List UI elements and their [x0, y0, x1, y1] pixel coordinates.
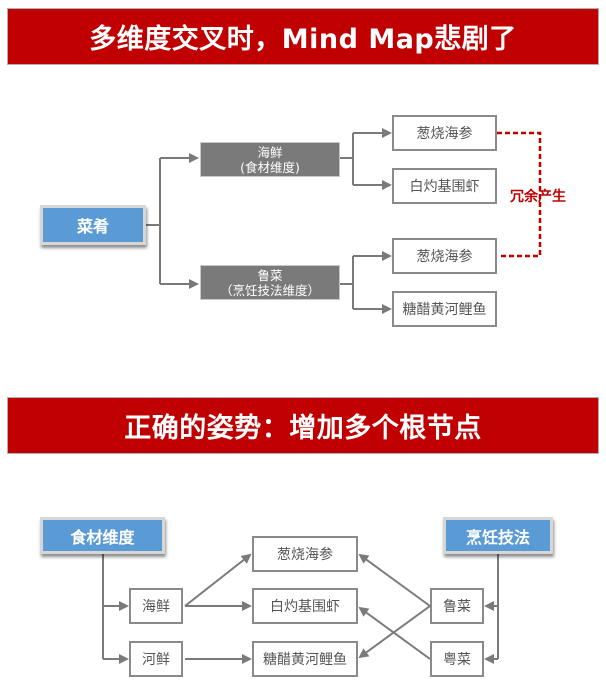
dish-label: 糖醋黄河鲤鱼	[263, 652, 347, 668]
leaf-node-sea-cucumber-1[interactable]: 葱烧海参	[392, 115, 497, 151]
arrow-haixian-to-dish1	[184, 553, 252, 607]
node-hexian[interactable]: 河鲜	[129, 641, 183, 677]
node-label: 河鲜	[142, 652, 170, 668]
dish-label: 白灼基围虾	[270, 599, 340, 615]
redundancy-dashed-link	[497, 131, 542, 258]
node-lu-cuisine[interactable]: 鲁菜	[430, 588, 484, 624]
dish-sea-cucumber[interactable]: 葱烧海参	[252, 536, 358, 572]
root-node-label: 菜肴	[76, 217, 109, 236]
branch-node-seafood[interactable]: 海鲜 (食材维度)	[200, 142, 340, 177]
leaf-node-carp[interactable]: 糖醋黄河鲤鱼	[392, 291, 497, 327]
section2-title-banner: 正确的姿势：增加多个根节点	[7, 397, 599, 454]
branch-label-line2: （烹饪技法维度）	[219, 282, 320, 298]
branch-node-lu-cuisine[interactable]: 鲁菜 （烹饪技法维度）	[200, 265, 340, 300]
dish-shrimp[interactable]: 白灼基围虾	[252, 588, 358, 624]
branch-label-line1: 海鲜	[257, 144, 283, 160]
dish-label: 葱烧海参	[277, 547, 333, 563]
node-label: 粤菜	[443, 652, 471, 668]
node-haixian[interactable]: 海鲜	[129, 588, 183, 624]
section1-tree-lines	[145, 128, 392, 314]
section2-lines	[102, 553, 499, 664]
root-node-label: 食材维度	[70, 527, 135, 547]
leaf-label: 白灼基围虾	[409, 179, 480, 195]
leaf-label: 葱烧海参	[416, 126, 473, 142]
root-node-cooking-technique[interactable]: 烹饪技法	[443, 517, 553, 554]
leaf-label: 葱烧海参	[416, 249, 473, 265]
redundancy-label: 冗余产生	[510, 189, 566, 205]
branch-label-line1: 鲁菜	[257, 267, 283, 283]
section2-title: 正确的姿势：增加多个根节点	[124, 413, 482, 444]
root-node-ingredient-dimension[interactable]: 食材维度	[40, 517, 165, 554]
section1-title: 多维度交叉时，Mind Map悲剧了	[89, 24, 517, 55]
node-label: 海鲜	[142, 599, 170, 615]
dish-carp[interactable]: 糖醋黄河鲤鱼	[252, 641, 358, 677]
node-label: 鲁菜	[443, 599, 471, 615]
arrow-lu-to-dish1	[358, 553, 431, 607]
arrow-yue-to-dish2	[358, 606, 431, 660]
leaf-label: 糖醋黄河鲤鱼	[402, 302, 487, 318]
arrow-lu-to-dish3	[358, 605, 431, 659]
branch-label-line2: (食材维度)	[240, 159, 300, 175]
root-node-label: 烹饪技法	[465, 527, 530, 547]
section1-title-banner: 多维度交叉时，Mind Map悲剧了	[7, 8, 599, 65]
root-node-dish[interactable]: 菜肴	[40, 205, 146, 245]
node-yue-cuisine[interactable]: 粤菜	[430, 641, 484, 677]
leaf-node-sea-cucumber-2[interactable]: 葱烧海参	[392, 238, 497, 274]
leaf-node-shrimp[interactable]: 白灼基围虾	[392, 168, 497, 204]
